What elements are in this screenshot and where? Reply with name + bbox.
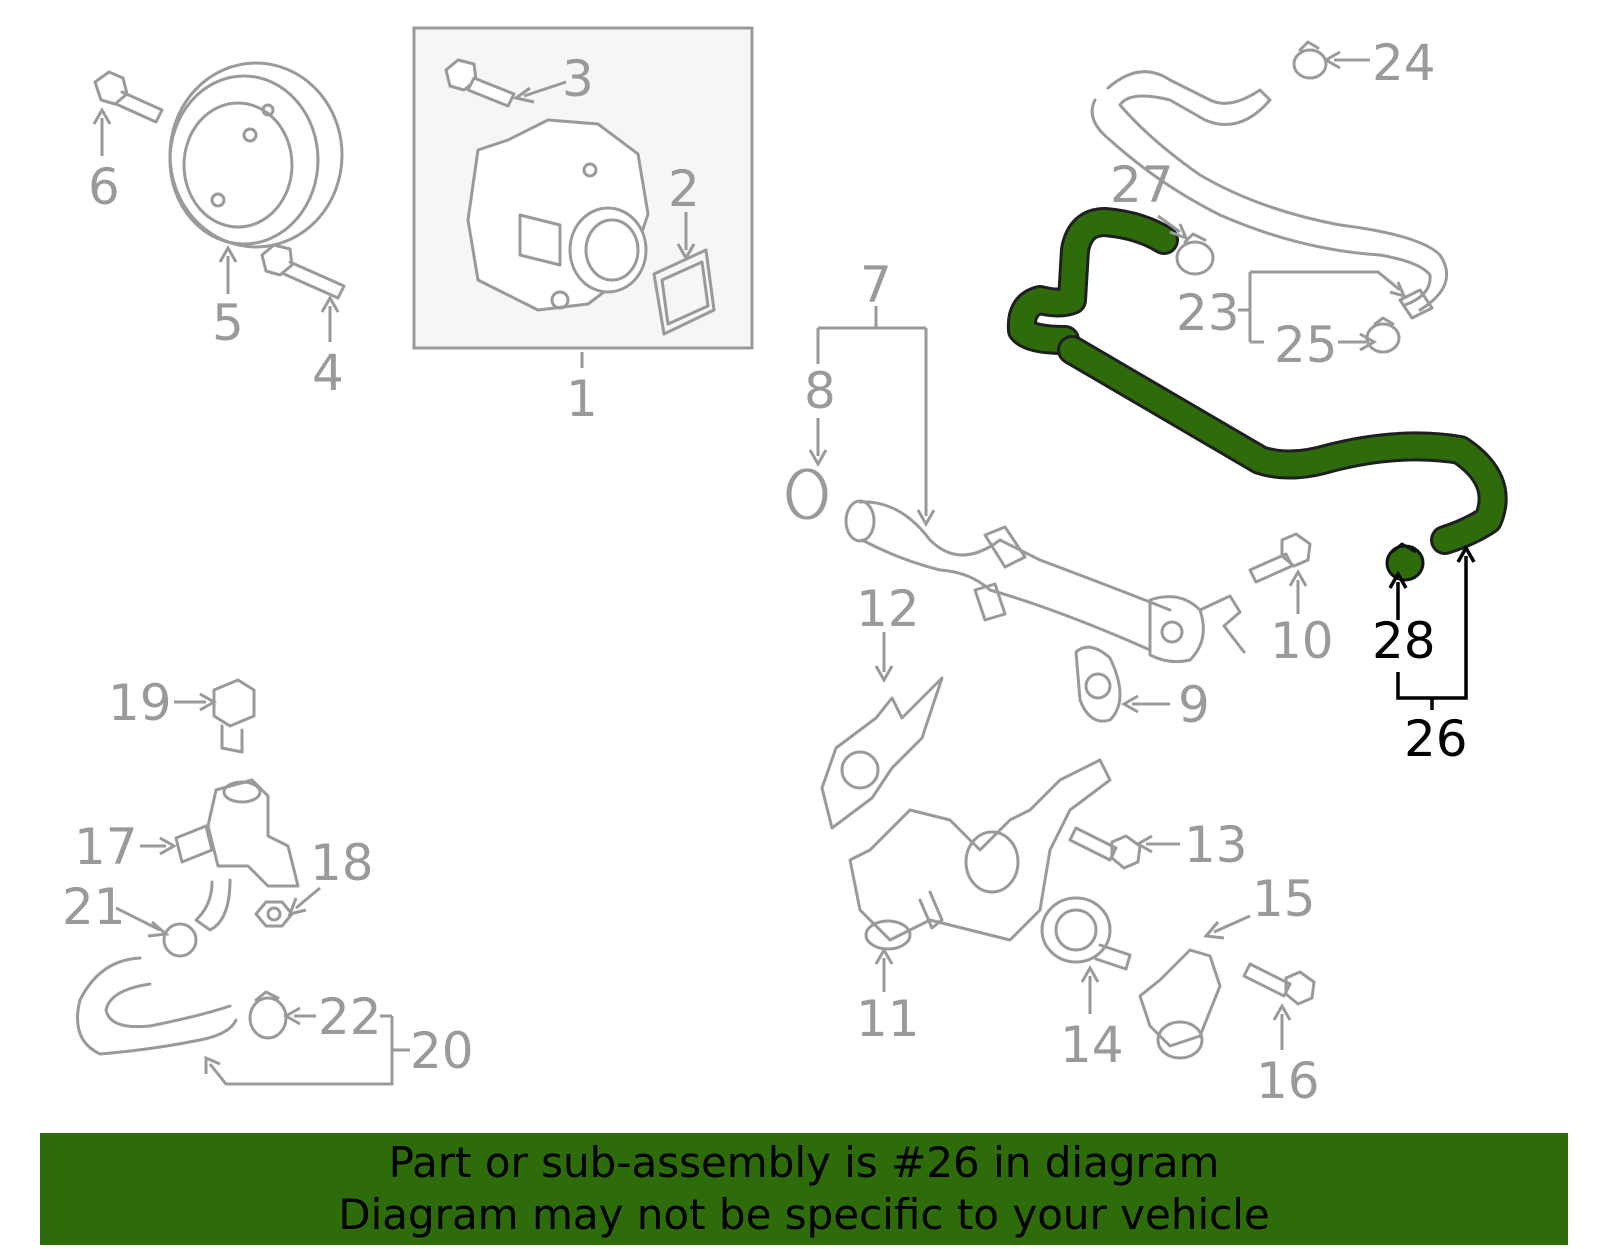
clamp-24-part	[1292, 40, 1328, 80]
callout-4: 4	[312, 344, 344, 402]
bolt-4-part	[260, 243, 346, 300]
clamp-28-highlighted-part	[1385, 542, 1425, 582]
clamp-27-part	[1175, 232, 1215, 276]
bolt-13-part	[1068, 826, 1142, 870]
bolt-16-part	[1242, 962, 1316, 1006]
callout-15: 15	[1252, 870, 1316, 928]
bolt-10-part	[1248, 532, 1312, 584]
callout-3: 3	[562, 50, 594, 108]
callout-20: 20	[410, 1022, 474, 1080]
callout-17: 17	[74, 818, 138, 876]
callout-9: 9	[1178, 676, 1210, 734]
gasket-2-part	[652, 248, 716, 336]
clamp-25-part	[1365, 316, 1401, 354]
housing-11-part	[848, 758, 1112, 951]
callout-2: 2	[668, 160, 700, 218]
callout-24: 24	[1372, 34, 1436, 92]
callout-6: 6	[88, 158, 120, 216]
callout-8: 8	[804, 362, 836, 420]
leader-lines	[92, 50, 1407, 1086]
gasket-9-part	[1074, 645, 1122, 723]
water-pump-part	[466, 118, 650, 312]
callout-23: 23	[1176, 284, 1240, 342]
gasket-12-part	[820, 676, 944, 830]
pipe-7-part	[786, 468, 1246, 664]
outlet-15-part	[1138, 948, 1222, 1060]
callout-21: 21	[62, 878, 126, 936]
clamp-21-part	[162, 922, 198, 958]
callout-10: 10	[1270, 612, 1334, 670]
thermostat-14-part	[1040, 896, 1132, 971]
callout-25: 25	[1274, 316, 1338, 374]
callout-12: 12	[856, 580, 920, 638]
leader-lines-highlighted	[1388, 544, 1476, 710]
callout-14: 14	[1060, 1016, 1124, 1074]
callout-19: 19	[108, 674, 172, 732]
bolt-3-part	[444, 58, 516, 108]
fitting-17-part	[174, 778, 300, 932]
callout-1: 1	[566, 370, 598, 428]
hose-20-part	[76, 956, 238, 1056]
callout-26: 26	[1404, 710, 1468, 768]
callout-28: 28	[1372, 612, 1436, 670]
callout-18: 18	[310, 834, 374, 892]
sensor-19-part	[212, 678, 256, 754]
callout-22: 22	[318, 988, 382, 1046]
callout-11: 11	[856, 990, 920, 1048]
callout-27: 27	[1110, 156, 1174, 214]
bolt-6-part	[93, 70, 164, 124]
hose-26-highlighted-part	[1006, 207, 1508, 555]
nut-18-part	[254, 900, 294, 928]
info-banner: Part or sub-assembly is #26 in diagram D…	[40, 1133, 1568, 1245]
callout-16: 16	[1256, 1052, 1320, 1110]
callout-7: 7	[860, 256, 892, 314]
banner-line-1: Part or sub-assembly is #26 in diagram	[388, 1138, 1220, 1187]
callout-labels: 1 2 3 4 5 6 7 8 9 10 11 12 13 14 15 16 1…	[62, 34, 1468, 1110]
callout-5: 5	[212, 294, 244, 352]
hose-23-part	[1090, 70, 1449, 320]
clamp-22-part	[248, 990, 288, 1040]
banner-line-2: Diagram may not be specific to your vehi…	[338, 1190, 1270, 1239]
callout-13: 13	[1184, 816, 1248, 874]
pulley-part	[168, 61, 344, 249]
oring-8-part	[788, 468, 828, 520]
